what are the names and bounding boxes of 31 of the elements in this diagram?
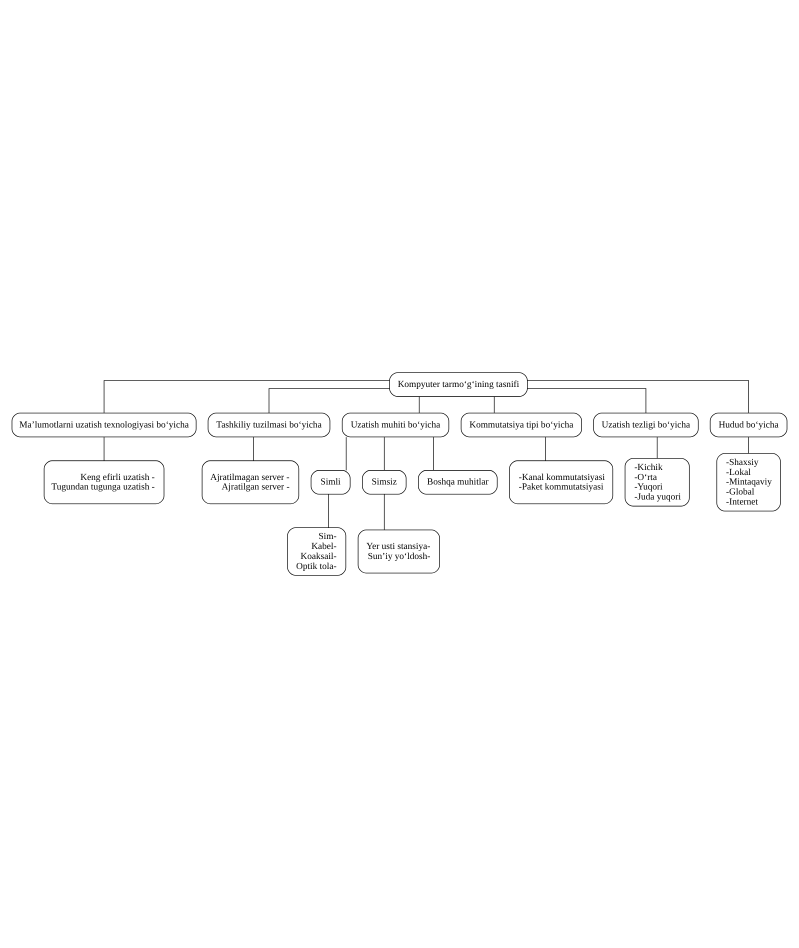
node-box: Simsiz <box>362 470 406 495</box>
node-box: Kommutatsiya tipi bo‘yicha <box>460 412 582 438</box>
connector <box>253 436 254 461</box>
connector <box>656 436 658 459</box>
connector <box>418 396 420 414</box>
node-box: Simli <box>310 470 350 495</box>
connector <box>494 396 495 414</box>
node-box: Ma’lumotlarni uzatish texnologiyasi bo‘yicha <box>12 412 196 438</box>
node-box: -Kanal kommutatsiyasi -Paket kommutatsiyasi <box>509 460 614 504</box>
connector <box>527 388 646 414</box>
connector <box>104 380 390 414</box>
connector <box>328 494 329 528</box>
node-box: Tashkiliy tuzilmasi bo‘yicha <box>208 412 330 438</box>
node-box: -Shaxsiy -Lokal -Mintaqaviy -Global -Internet <box>716 453 781 512</box>
connector <box>748 436 749 454</box>
node-box: Sim- Kabel- Koaksail- Optik tola- <box>287 527 346 576</box>
node-box: Kompyuter tarmo‘g‘ining tasnifi <box>389 372 528 397</box>
connector <box>545 436 546 461</box>
node-box: Hudud bo‘yicha <box>710 412 788 438</box>
connector <box>384 494 385 530</box>
node-box: -Kichik -O‘rta -Yuqori -Juda yuqori <box>624 458 690 506</box>
connector <box>433 436 434 471</box>
node-box: Boshqa muhitlar <box>418 470 498 495</box>
connector <box>268 388 390 414</box>
node-box: Uzatish tezligi bo‘yicha <box>593 412 699 438</box>
node-box: Yer usti stansiya- Sun’iy yo‘ldosh- <box>358 530 440 574</box>
node-box: Ajratilmagan server - Ajratilgan server - <box>202 460 300 504</box>
node-box: Keng efirli uzatish - Tugundan tugunga uzatish - <box>44 460 164 504</box>
connector <box>527 380 749 414</box>
node-box: Uzatish muhiti bo‘yicha <box>342 412 450 438</box>
connector <box>384 436 385 471</box>
